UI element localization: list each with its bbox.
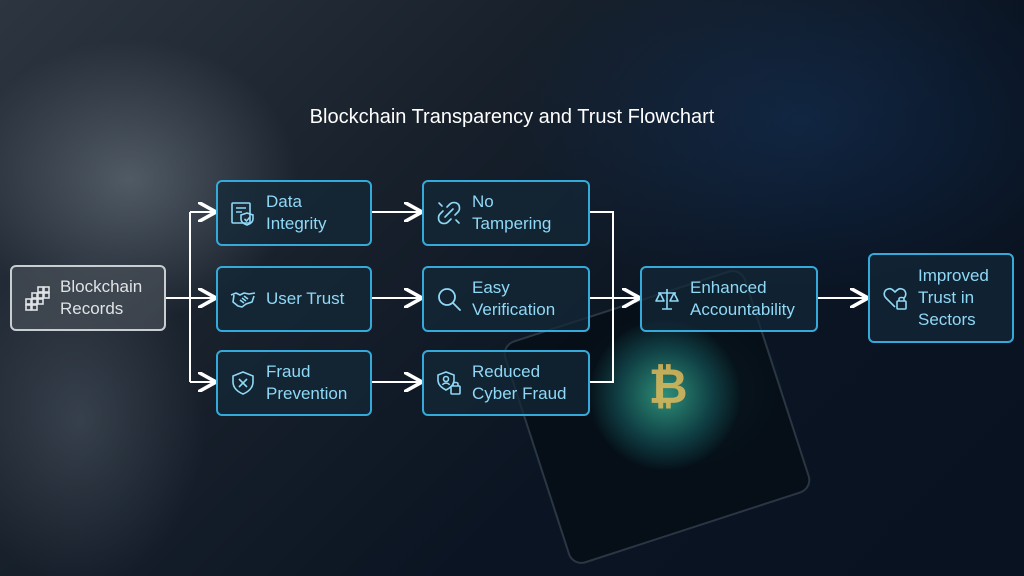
- heart-lock-icon: [883, 287, 907, 310]
- page-title: Blockchain Transparency and Trust Flowch…: [309, 106, 715, 128]
- tablet-screen-glow: [590, 320, 740, 470]
- node-no-tampering: No Tampering: [422, 180, 590, 246]
- node-enhanced-accountability: Enhanced Accountability: [640, 266, 818, 332]
- node-label: Blockchain Records: [60, 277, 143, 318]
- shield-x-icon: [232, 371, 254, 395]
- node-label: User Trust: [266, 289, 345, 308]
- node-blockchain-records: Blockchain Records: [10, 265, 166, 331]
- node-label: Easy Verification: [472, 278, 556, 319]
- blocks-grid-icon: [25, 286, 50, 311]
- node-label: Fraud Prevention: [266, 362, 348, 403]
- node-label: Improved Trust in Sectors: [918, 266, 989, 329]
- node-label: Data Integrity: [266, 192, 327, 233]
- magnifier-icon: [438, 288, 461, 311]
- node-easy-verification: Easy Verification: [422, 266, 590, 332]
- node-data-integrity: Data Integrity: [216, 180, 372, 246]
- node-label: No Tampering: [472, 192, 552, 233]
- node-user-trust: User Trust: [216, 266, 372, 332]
- node-label: Enhanced Accountability: [690, 278, 795, 319]
- node-reduced-cyber-fraud: Reduced Cyber Fraud: [422, 350, 590, 416]
- scales-icon: [655, 289, 679, 310]
- document-shield-icon: [231, 202, 254, 226]
- bitcoin-icon: ₿: [648, 361, 688, 414]
- node-improved-trust: Improved Trust in Sectors: [868, 253, 1014, 343]
- broken-link-icon: [437, 201, 461, 225]
- node-fraud-prevention: Fraud Prevention: [216, 350, 372, 416]
- user-shield-icon: [437, 371, 461, 395]
- node-label: Reduced Cyber Fraud: [472, 362, 567, 403]
- handshake-icon: [230, 292, 256, 308]
